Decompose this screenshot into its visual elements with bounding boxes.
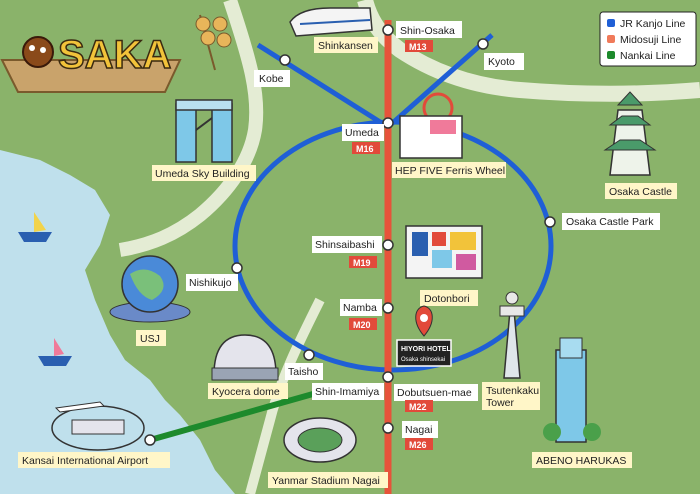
station-dot-shin-osaka[interactable] xyxy=(382,24,394,36)
landmark-hep-five[interactable]: HEP FIVE Ferris Wheel xyxy=(392,92,506,178)
landmark-label: Shinkansen xyxy=(318,40,373,52)
takoyaki-skewer-icon xyxy=(195,14,232,71)
station-nishikujo[interactable]: Nishikujo xyxy=(186,274,238,291)
dotonbori-billboards-icon xyxy=(405,225,483,279)
hiyori-hotel-marker[interactable]: HIYORI HOTEL Osaka shinsekai xyxy=(396,305,452,367)
station-name: Shin-Imamiya xyxy=(315,386,379,398)
airport-icon xyxy=(51,401,145,451)
hotel-name: HIYORI HOTEL xyxy=(401,346,452,353)
station-name: Kyoto xyxy=(488,56,515,68)
landmark-label: Kyocera dome xyxy=(212,386,280,398)
landmark-label: Osaka Castle xyxy=(609,186,672,198)
station-taisho[interactable]: Taisho xyxy=(285,363,323,380)
station-name: Nishikujo xyxy=(189,277,232,289)
nankai-line xyxy=(149,389,321,443)
station-name: Osaka Castle Park xyxy=(566,216,654,228)
station-dobutsuen-mae[interactable]: Dobutsuen-mae M22 xyxy=(394,384,478,412)
boat-icon xyxy=(18,212,52,242)
station-umeda[interactable]: Umeda M16 xyxy=(342,124,384,154)
station-dots xyxy=(144,24,556,446)
legend-swatch-jr xyxy=(607,19,615,27)
landmark-label: HEP FIVE Ferris Wheel xyxy=(395,165,505,177)
station-dot-taisho[interactable] xyxy=(303,349,315,361)
station-shin-imamiya[interactable]: Shin-Imamiya xyxy=(312,383,384,400)
legend-swatch-midosuji xyxy=(607,35,615,43)
station-dot-nishikujo[interactable] xyxy=(231,262,243,274)
logo-text: SAKA xyxy=(58,33,171,77)
station-shinsaibashi[interactable]: Shinsaibashi M19 xyxy=(312,236,382,268)
legend-label-nankai: Nankai Line xyxy=(620,50,676,62)
osaka-logo: SAKA xyxy=(0,14,232,93)
station-name: Kobe xyxy=(259,73,284,85)
landmark-abeno[interactable]: ABENO HARUKAS xyxy=(532,337,632,468)
landmark-osaka-castle[interactable]: Osaka Castle xyxy=(603,91,677,199)
legend-label-jr: JR Kanjo Line xyxy=(620,18,686,30)
station-code: M16 xyxy=(356,144,374,154)
osaka-castle-icon xyxy=(603,91,657,176)
station-name: Umeda xyxy=(345,127,379,139)
abeno-harukas-icon xyxy=(543,337,601,443)
landmark-label: Dotonbori xyxy=(424,293,470,305)
usj-globe-icon xyxy=(109,255,191,323)
station-osaka-castle-park[interactable]: Osaka Castle Park xyxy=(562,213,660,230)
kyocera-dome-icon xyxy=(211,334,279,381)
tsutenkaku-tower-icon xyxy=(499,291,525,379)
station-code: M26 xyxy=(409,440,427,450)
station-code: M13 xyxy=(409,42,427,52)
station-nagai[interactable]: Nagai M26 xyxy=(402,421,438,450)
airplane-icon xyxy=(54,401,106,413)
hotel-subtitle: Osaka shinsekai xyxy=(401,357,445,363)
station-name: Shinsaibashi xyxy=(315,239,375,251)
station-code: M22 xyxy=(409,402,427,412)
landmark-usj[interactable]: USJ xyxy=(109,255,191,346)
stadium-icon xyxy=(283,417,357,463)
station-kobe[interactable]: Kobe xyxy=(254,70,290,87)
station-kyoto[interactable]: Kyoto xyxy=(484,53,524,70)
boat-icon xyxy=(38,338,72,366)
landmark-kyocera[interactable]: Kyocera dome xyxy=(208,334,288,399)
legend: JR Kanjo Line Midosuji Line Nankai Line xyxy=(599,11,697,67)
takoyaki-boat-icon xyxy=(0,59,182,93)
station-name: Shin-Osaka xyxy=(400,25,455,37)
takoyaki-icon xyxy=(22,36,54,68)
station-dot-kyoto[interactable] xyxy=(477,38,489,50)
station-code: M19 xyxy=(353,258,371,268)
landmark-label: Yanmar Stadium Nagai xyxy=(272,475,380,487)
legend-swatch-nankai xyxy=(607,51,615,59)
landmark-label: Umeda Sky Building xyxy=(155,168,250,180)
landmark-label: Kansai International Airport xyxy=(22,455,148,467)
landmark-yanmar[interactable]: Yanmar Stadium Nagai xyxy=(268,417,388,488)
station-name: Dobutsuen-mae xyxy=(397,387,472,399)
station-dot-nagai[interactable] xyxy=(382,422,394,434)
ferris-wheel-icon xyxy=(399,92,463,159)
station-namba[interactable]: Namba M20 xyxy=(340,299,382,330)
station-dot-kix[interactable] xyxy=(144,434,156,446)
station-dot-osaka-castle-park[interactable] xyxy=(544,216,556,228)
kyoto-line xyxy=(386,33,494,129)
landmark-dotonbori[interactable]: Dotonbori xyxy=(405,225,483,306)
station-dot-dobutsuen-mae[interactable] xyxy=(382,371,394,383)
landmark-label: USJ xyxy=(140,333,160,345)
station-name: Namba xyxy=(343,302,377,314)
legend-label-midosuji: Midosuji Line xyxy=(620,34,681,46)
kizu-river xyxy=(245,297,325,494)
umeda-sky-building-icon xyxy=(175,99,233,163)
station-dot-kobe[interactable] xyxy=(279,54,291,66)
landmark-label: ABENO HARUKAS xyxy=(536,455,626,467)
station-dot-umeda[interactable] xyxy=(382,117,394,129)
station-name: Taisho xyxy=(288,366,319,378)
station-code: M20 xyxy=(353,320,371,330)
landmark-umeda-sky[interactable]: Umeda Sky Building xyxy=(152,99,256,181)
station-dot-namba[interactable] xyxy=(382,302,394,314)
station-dot-shinsaibashi[interactable] xyxy=(382,239,394,251)
station-shin-osaka[interactable]: Shin-Osaka M13 xyxy=(396,21,462,52)
landmark-shinkansen[interactable]: Shinkansen xyxy=(289,7,378,53)
landmark-kix[interactable]: Kansai International Airport xyxy=(18,401,170,468)
station-name: Nagai xyxy=(405,424,432,436)
